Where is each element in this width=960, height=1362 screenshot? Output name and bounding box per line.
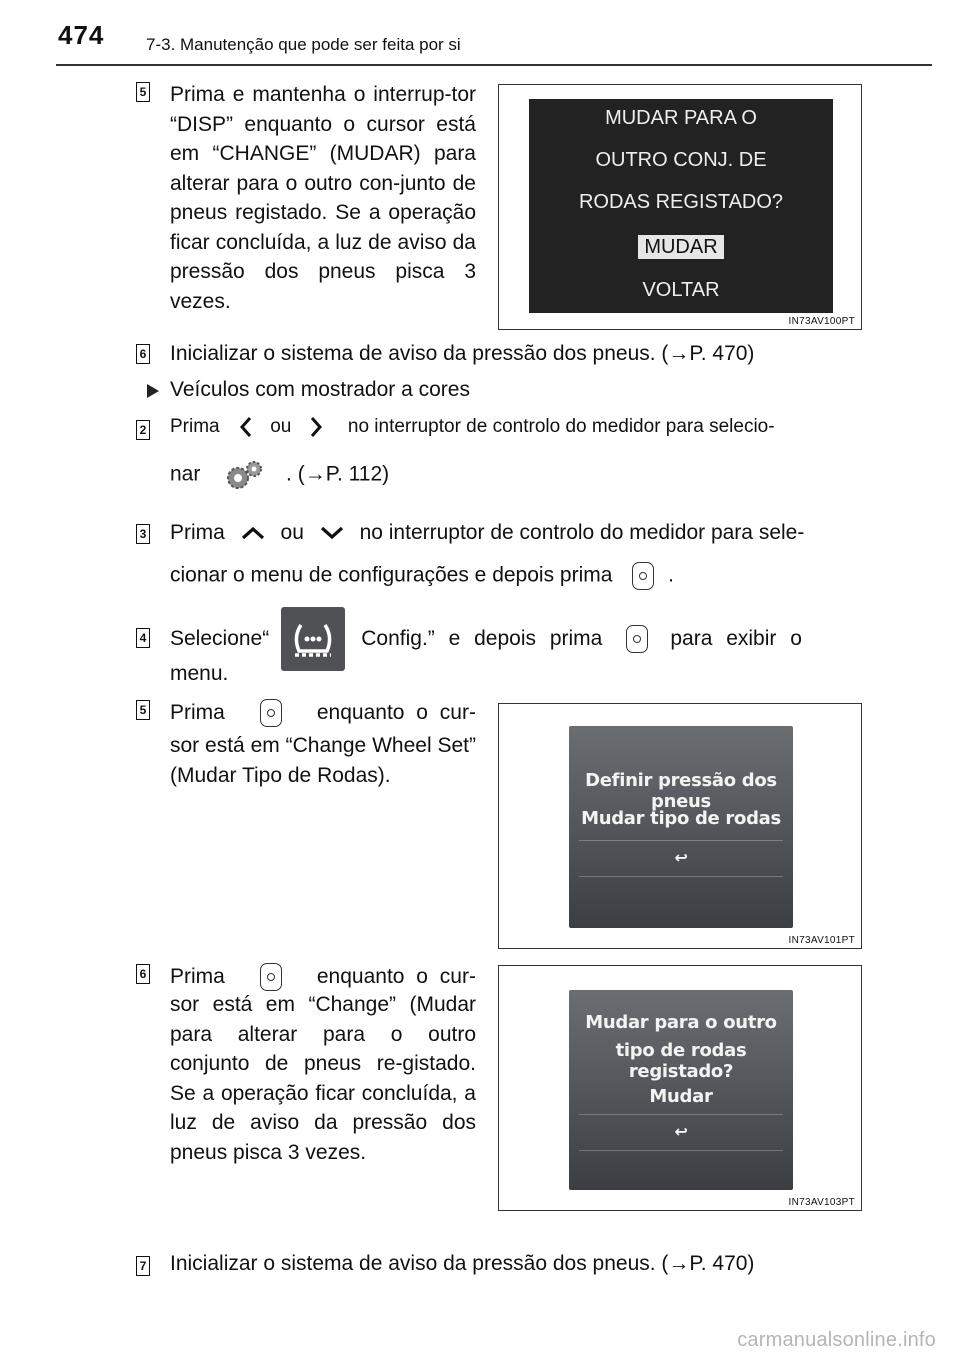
- step-text: sor está em “Change” (Mudar para alterar…: [170, 993, 476, 1164]
- text: Prima: [170, 521, 225, 544]
- lcd-selected-option: MUDAR: [638, 235, 724, 259]
- text: Prima: [170, 416, 220, 438]
- menu-item: Definir pressão dos pneus: [585, 770, 777, 812]
- text: ou: [280, 521, 304, 544]
- chevron-left-icon: [239, 417, 252, 437]
- chevron-up-icon: [241, 527, 264, 540]
- ok-button-icon: [626, 625, 649, 653]
- text: ou: [270, 416, 292, 438]
- step-text-line: Selecione“ Config.” e depois prima para …: [170, 606, 856, 672]
- step-badge: 5: [136, 700, 150, 720]
- step-badge: 7: [136, 1256, 150, 1276]
- text: . (→P. 112): [286, 462, 390, 486]
- menu-separator: [579, 876, 783, 877]
- step-text-line: nar . (→P. 112): [170, 458, 389, 494]
- figure-lcd: MUDAR PARA O OUTRO CONJ. DE RODAS REGIST…: [498, 84, 862, 330]
- step-badge: 5: [136, 82, 150, 102]
- chevron-down-icon: [320, 527, 343, 540]
- condition-heading: Veículos com mostrador a cores: [170, 378, 470, 401]
- step-text: sor está em “Change Wheel Set” (Mudar Ti…: [170, 734, 476, 787]
- menu-separator: [579, 1114, 783, 1115]
- lcd-line: MUDAR PARA O: [605, 107, 757, 129]
- step-text-line: Prima enquanto o cur-: [170, 960, 476, 994]
- step-text-line: Prima ou no interruptor de controlo do m…: [170, 416, 860, 446]
- back-icon: ↩: [674, 1122, 688, 1141]
- back-icon: ↩: [674, 848, 688, 867]
- text: Selecione“: [170, 627, 270, 650]
- text: Prima: [170, 965, 225, 988]
- step-badge: 4: [136, 628, 150, 648]
- lcd-option: VOLTAR: [642, 279, 720, 301]
- ok-button-icon: [632, 562, 655, 590]
- text: no interruptor de controlo do medidor pa…: [347, 416, 775, 438]
- step-text-line: cionar o menu de configurações e depois …: [170, 562, 674, 596]
- watermark: carmanualsonline.info: [737, 1329, 936, 1351]
- header-rule: [56, 64, 932, 66]
- step-badge: 6: [136, 344, 150, 364]
- text: enquanto o cur-: [316, 965, 476, 988]
- text: Prima: [170, 701, 225, 724]
- bullet-triangle-icon: [146, 383, 160, 404]
- text: Config.” e depois prima: [361, 627, 603, 650]
- figure-code: IN73AV100PT: [788, 316, 855, 327]
- step-text: Inicializar o sistema de aviso da pressã…: [170, 1252, 755, 1275]
- lcd-line: RODAS REGISTADO?: [578, 191, 784, 213]
- figure-code: IN73AV101PT: [788, 935, 855, 946]
- step-text: menu.: [170, 662, 229, 685]
- menu-separator: [579, 1150, 783, 1151]
- text: nar: [170, 462, 201, 486]
- figure-tft-confirm: Mudar para o outro tipo de rodas regista…: [498, 965, 862, 1211]
- figure-code: IN73AV103PT: [788, 1197, 855, 1208]
- tft-screen: Definir pressão dos pneus Mudar tipo de …: [569, 726, 793, 928]
- step-badge: 6: [136, 964, 150, 984]
- prompt-line: tipo de rodas registado?: [615, 1040, 747, 1082]
- menu-separator: [579, 840, 783, 841]
- ok-button-icon: [259, 963, 282, 991]
- prompt-line: Mudar para o outro: [585, 1012, 777, 1033]
- text: enquanto o cur-: [316, 701, 476, 724]
- step-text-line: Prima ou no interruptor de controlo do m…: [170, 521, 804, 551]
- step-text: Prima e mantenha o interrup-tor “DISP” e…: [170, 83, 476, 313]
- step-badge: 2: [136, 420, 150, 440]
- chevron-right-icon: [310, 417, 322, 437]
- lcd-screen: MUDAR PARA O OUTRO CONJ. DE RODAS REGIST…: [529, 99, 833, 313]
- page-number: 474: [58, 20, 105, 50]
- option-selected: Mudar: [649, 1086, 713, 1107]
- step-text-line: Prima enquanto o cur-: [170, 696, 476, 730]
- tire-pressure-icon: [281, 607, 346, 671]
- figure-tft-menu: Definir pressão dos pneus Mudar tipo de …: [498, 703, 862, 949]
- gear-icon: [227, 461, 263, 489]
- text: cionar o menu de configurações e depois …: [170, 563, 613, 587]
- ok-button-icon: [259, 699, 282, 727]
- text: no interruptor de controlo do medidor pa…: [359, 521, 805, 544]
- section-title: 7-3. Manutenção que pode ser feita por s…: [146, 35, 461, 54]
- text: .: [668, 563, 674, 587]
- text: para exibir o: [670, 627, 802, 650]
- step-badge: 3: [136, 524, 150, 544]
- menu-item-selected: Mudar tipo de rodas: [581, 808, 781, 829]
- step-text: Inicializar o sistema de aviso da pressã…: [170, 342, 755, 365]
- tft-screen: Mudar para o outro tipo de rodas regista…: [569, 990, 793, 1190]
- lcd-line: OUTRO CONJ. DE: [595, 149, 767, 171]
